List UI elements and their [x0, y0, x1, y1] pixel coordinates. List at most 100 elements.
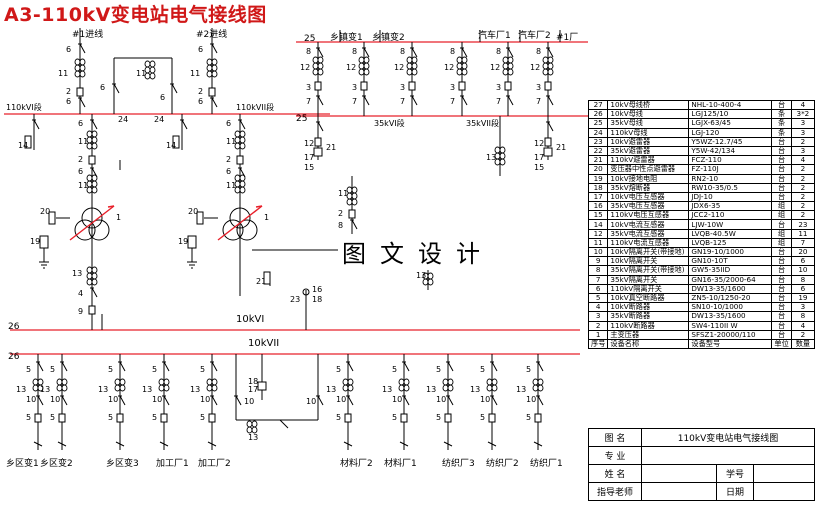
switch-blade [119, 395, 126, 406]
equipment-cell-model: SN10-10/1000 [688, 302, 773, 313]
ct-coil [91, 266, 98, 274]
current-transformer-symbol [442, 378, 454, 392]
label-number: 5 [26, 413, 31, 422]
bottom-feeder-9: 纺织厂2 [486, 459, 519, 469]
ground-symbol [187, 261, 197, 269]
label-number: 5 [50, 365, 55, 374]
equipment-cell-model: GN19-10/1000 [688, 246, 773, 258]
label-number: 3 [306, 83, 311, 92]
equipment-cell-model: FZ-110J [688, 164, 773, 175]
ct-coil [456, 62, 463, 70]
ct-coil [499, 152, 506, 160]
ct-coil [37, 384, 44, 392]
equipment-cell-name: 35kV电压互感器 [607, 201, 690, 212]
current-transformer-symbol [456, 56, 468, 76]
ct-coil [149, 72, 156, 80]
equipment-cell-name: 110kV电压互感器 [607, 210, 690, 221]
label-number: 24 [118, 115, 128, 124]
equipment-cell-qty: 2 [790, 136, 816, 147]
equipment-cell-name: 10kV电流互感器 [607, 219, 690, 230]
equipment-cell-qty: 6 [790, 283, 816, 294]
equipment-header-model: 设备型号 [688, 338, 773, 350]
label-number: 20 [188, 207, 198, 216]
drawing-name-label: 图 名 [588, 428, 642, 447]
equipment-cell-no: 21 [587, 155, 609, 166]
ct-coil [56, 378, 63, 386]
switch-blade [491, 395, 498, 406]
label-number: 8 [352, 47, 357, 56]
bus-tie-switch [279, 419, 289, 429]
label-number: 13 [426, 385, 436, 394]
voltage-transformer-symbol [257, 381, 267, 391]
arrester-symbol [24, 135, 32, 149]
disconnect-switch-symbol [78, 97, 86, 108]
ct-coil [411, 56, 418, 64]
ct-coil [358, 68, 365, 76]
pt-symbol [302, 288, 310, 296]
label-number: 7 [352, 97, 357, 106]
equipment-cell-unit: 台 [771, 311, 792, 322]
ct-coil [547, 68, 554, 76]
current-transformer-symbol [114, 378, 126, 392]
label-number: 8 [400, 47, 405, 56]
label-number: 11 [226, 181, 236, 190]
label-number: 11 [226, 137, 236, 146]
current-transformer-symbol [502, 56, 514, 76]
switch-blade [537, 361, 544, 372]
equipment-cell-model: LGJ-120 [688, 127, 773, 138]
ct-coil [346, 198, 353, 206]
ct-coil [163, 378, 170, 386]
disconnect-switch-symbol [210, 395, 218, 406]
circuit-breaker-symbol [208, 413, 216, 423]
bus-number-25a: 25 [304, 34, 316, 44]
disconnect-switch-symbol [170, 83, 178, 94]
ct-coil [211, 70, 218, 78]
name-label: 姓 名 [588, 464, 642, 483]
disconnect-switch-symbol [316, 121, 324, 132]
switch-blade [547, 121, 554, 132]
ct-coil [206, 384, 213, 392]
ground-symbol [39, 261, 49, 269]
label-number: 13 [416, 271, 426, 280]
bus-label-10kv-1: 10kVI [236, 314, 265, 325]
equipment-cell-qty: 2 [790, 164, 816, 175]
transformer-winding [81, 207, 103, 229]
disconnect-switch-symbol [446, 395, 454, 406]
bottom-feeder-2: 乡区变2 [40, 459, 73, 469]
label-number: 7 [496, 97, 501, 106]
label-number: 12 [394, 63, 404, 72]
equipment-cell-name: 10kV隔离开关 [607, 256, 690, 267]
ct-coil [398, 378, 405, 386]
disconnect-switch-symbol [36, 361, 44, 372]
label-number: 11 [338, 189, 348, 198]
ct-coil [211, 58, 218, 66]
equipment-cell-model: DW13-35/1600 [688, 283, 773, 294]
ct-coil [537, 378, 544, 386]
label-number: 5 [436, 413, 441, 422]
switch-blade [547, 47, 554, 58]
equipment-cell-unit: 条 [771, 118, 792, 129]
current-transformer-symbol [32, 378, 44, 392]
current-transformer-symbol [74, 58, 86, 78]
cable-end [57, 441, 67, 447]
label-number: 5 [108, 413, 113, 422]
equipment-cell-model: JDX6-35 [688, 201, 773, 212]
ct-coil [542, 62, 549, 70]
circuit-breaker-symbol [160, 413, 168, 423]
disconnect-switch-symbol [316, 395, 324, 406]
label-number: 2 [198, 87, 203, 96]
equipment-cell-qty: 3 [790, 145, 816, 157]
label-number: 12 [346, 63, 356, 72]
label-number: 6 [78, 119, 83, 128]
ct-coil [239, 130, 246, 138]
transformer-winding [88, 219, 110, 241]
disconnect-switch-symbol [410, 95, 418, 106]
label-number: 13 [142, 385, 152, 394]
disconnect-switch-symbol [32, 119, 40, 130]
bus-label-35kv-1: 35kVI段 [374, 119, 405, 128]
bus-number-26a: 26 [8, 322, 20, 332]
